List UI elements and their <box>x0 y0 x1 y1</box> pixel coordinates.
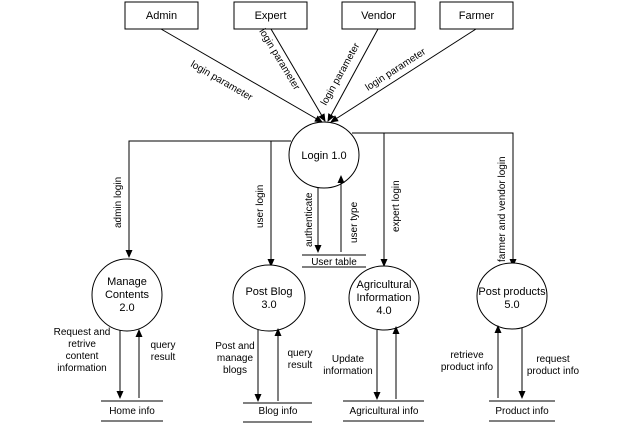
flow-label-request-product-info-line-1: request <box>536 354 570 365</box>
process-agricultural-information-line-2: Information <box>356 292 411 304</box>
flow-label-expert-login: expert login <box>391 180 402 232</box>
store-agricultural-info: Agricultural info <box>343 400 424 422</box>
flow-label-request-line-4: information <box>57 363 106 374</box>
entity-expert-label: Expert <box>255 10 287 22</box>
flow-label-query-result-3-line-1: query <box>287 348 312 359</box>
process-manage-contents-line-2: Contents <box>105 289 150 301</box>
flow-farmer-to-login <box>330 28 477 123</box>
entity-farmer-label: Farmer <box>459 10 495 22</box>
process-manage-contents-line-1: Manage <box>107 276 147 288</box>
flow-label-request-line-1: Request and <box>54 327 111 338</box>
flow-label-authenticate: authenticate <box>304 192 315 247</box>
flow-label-retrieve-product-info: retrieve product info <box>441 350 494 373</box>
flow-label-user-login: user login <box>255 185 266 228</box>
flow-label-query-result-2-line-2: result <box>151 352 176 363</box>
flow-label-post-manage-blogs-line-3: blogs <box>223 365 247 376</box>
flow-label-query-result-2-line-1: query <box>150 340 175 351</box>
process-post-products-line-1: Post products <box>478 286 546 298</box>
process-agricultural-information: Agricultural Information 4.0 <box>348 265 420 331</box>
store-blog-info: Blog info <box>243 402 312 423</box>
flow-label-post-manage-blogs: Post and manage blogs <box>215 341 254 376</box>
flow-login-to-manage-contents <box>125 140 291 258</box>
process-post-blog: Post Blog 3.0 <box>232 264 306 332</box>
process-post-products-line-2: 5.0 <box>504 299 519 311</box>
flow-label-request-line-3: content <box>66 351 99 362</box>
flow-label-update-information-line-2: information <box>323 366 372 377</box>
flow-label-post-manage-blogs-line-1: Post and <box>215 341 254 352</box>
flow-admin-to-login <box>160 28 323 123</box>
flow-label-query-result-3: query result <box>287 348 312 371</box>
flow-label-request-retrive-content: Request and retrive content information <box>54 327 111 374</box>
store-blog-info-label: Blog info <box>259 406 298 417</box>
flow-label-admin-login-parameter: login parameter <box>189 59 255 104</box>
process-manage-contents-line-3: 2.0 <box>119 302 134 314</box>
entity-admin: Admin <box>124 1 199 30</box>
entity-vendor: Vendor <box>341 1 416 30</box>
flow-label-admin-login: admin login <box>113 177 124 228</box>
flow-label-query-result-3-line-2: result <box>288 360 313 371</box>
store-user-table: User table <box>302 254 366 268</box>
entity-expert: Expert <box>233 1 308 30</box>
flow-label-update-information: Update information <box>323 354 372 377</box>
flow-label-expert-login-parameter: login parameter <box>256 27 302 93</box>
flow-label-retrieve-line-1: retrieve <box>450 350 484 361</box>
flow-label-update-information-line-1: Update <box>332 354 365 365</box>
process-agricultural-information-line-1: Agricultural <box>356 279 411 291</box>
entity-farmer: Farmer <box>439 1 514 30</box>
store-home-info: Home info <box>101 400 163 422</box>
flow-label-retrieve-line-2: product info <box>441 362 494 373</box>
entity-vendor-label: Vendor <box>361 10 396 22</box>
flow-label-post-manage-blogs-line-2: manage <box>217 353 254 364</box>
flow-vendor-to-login <box>327 28 379 122</box>
store-user-table-label: User table <box>311 257 357 268</box>
process-login: Login 1.0 <box>288 121 360 189</box>
process-login-label: Login 1.0 <box>301 150 346 162</box>
flow-label-request-product-info: request product info <box>527 354 580 377</box>
flow-expert-to-login <box>270 28 326 122</box>
flow-label-farmer-login-parameter: login parameter <box>364 46 429 93</box>
flow-label-farmer-and-vendor-login: farmer and vendor login <box>497 156 508 262</box>
flow-login-to-post-products <box>352 132 517 267</box>
entity-admin-label: Admin <box>146 10 177 22</box>
process-agricultural-information-line-3: 4.0 <box>376 305 391 317</box>
process-post-blog-line-1: Post Blog <box>245 286 292 298</box>
flow-label-user-type: user type <box>349 201 360 243</box>
flow-label-request-line-2: retrive <box>68 339 96 350</box>
process-post-products: Post products 5.0 <box>476 262 548 330</box>
process-manage-contents: Manage Contents 2.0 <box>91 258 163 332</box>
store-home-info-label: Home info <box>109 406 155 417</box>
process-post-blog-line-2: 3.0 <box>261 299 276 311</box>
flow-label-query-result-2: query result <box>150 340 175 363</box>
store-product-info: Product info <box>489 400 555 422</box>
store-product-info-label: Product info <box>495 406 549 417</box>
flow-label-request-product-info-line-2: product info <box>527 366 580 377</box>
store-agricultural-info-label: Agricultural info <box>350 406 419 417</box>
flow-entities-to-login <box>160 28 477 123</box>
